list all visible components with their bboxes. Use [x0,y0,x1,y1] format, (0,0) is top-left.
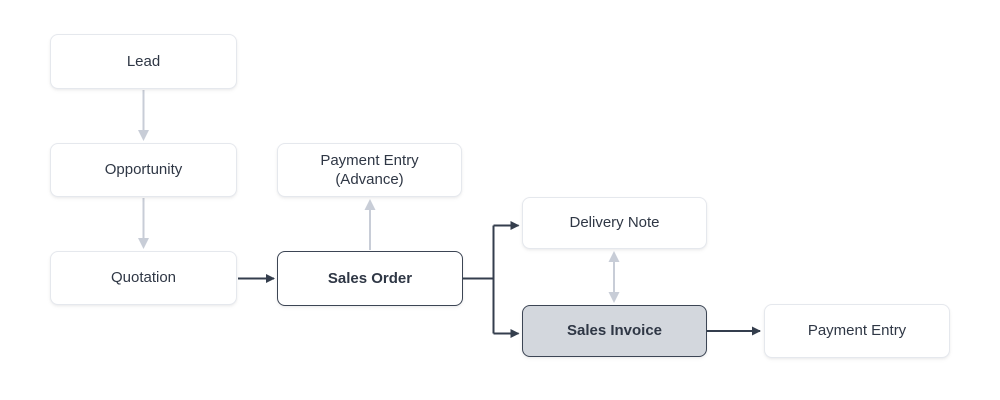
node-quotation: Quotation [50,251,237,305]
node-label: Payment Entry [807,322,907,340]
node-label: Sales Invoice [566,322,663,340]
node-label: Quotation [110,269,177,287]
node-sales-order: Sales Order [277,251,463,306]
node-opportunity: Opportunity [50,143,237,197]
node-sales-invoice: Sales Invoice [522,305,707,357]
node-payment-entry: Payment Entry [764,304,950,358]
node-label: Lead [126,52,161,70]
node-delivery-note: Delivery Note [522,197,707,249]
edge-sales-order-branch-line [463,225,495,334]
node-label: Delivery Note [569,214,660,232]
node-label: Sales Order [327,269,413,287]
node-label: Opportunity [104,161,183,179]
node-payment-entry-advance: Payment Entry (Advance) [277,143,462,197]
node-label: Payment Entry (Advance) [320,151,419,189]
node-lead: Lead [50,34,237,89]
